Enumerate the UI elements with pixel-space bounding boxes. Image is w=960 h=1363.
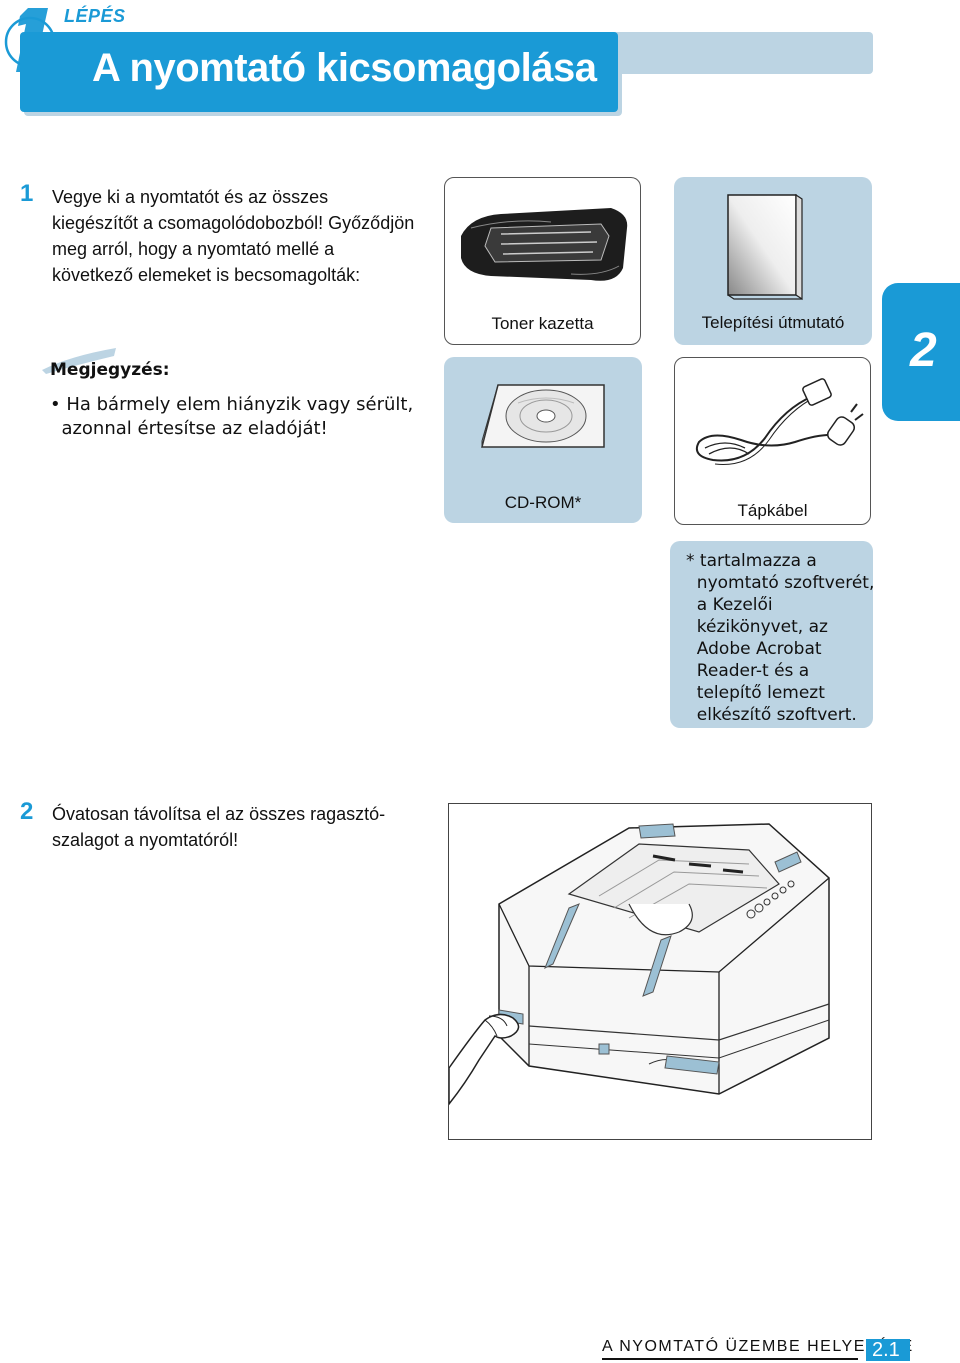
footnote-text: * tartalmazza a nyomtató szoftverét, a K…: [686, 550, 874, 726]
step-word: LÉPÉS: [64, 6, 126, 26]
note-line: azonnal értesítse az eladóját!: [50, 418, 328, 439]
step1-line: Vegye ki a nyomtatót és az összes: [52, 187, 329, 207]
footnote-line: elkészítő szoftvert.: [686, 705, 857, 725]
page-number: 2.1: [872, 1339, 900, 1361]
toner-cartridge-icon: [461, 208, 628, 281]
note-line: • Ha bármely elem hiányzik vagy sérült,: [50, 394, 414, 415]
cable-label: Tápkábel: [737, 501, 808, 520]
cdrom-label: CD-ROM*: [504, 493, 582, 512]
note-text: • Ha bármely elem hiányzik vagy sérült, …: [50, 393, 413, 441]
chapter-tab: 2: [882, 283, 960, 421]
toner-card: Toner kazetta: [444, 177, 641, 345]
page-title: A nyomtató kicsomagolása: [92, 46, 597, 90]
page-number-box: [866, 1339, 910, 1361]
footer-underline: [602, 1358, 858, 1360]
footnote-line: Reader-t és a: [686, 661, 810, 681]
chapter-number: 2: [910, 324, 937, 377]
toner-label: Toner kazetta: [491, 314, 594, 333]
guide-label: Telepítési útmutató: [701, 313, 845, 332]
printer-illustration-frame: [448, 803, 872, 1140]
step2-line: Óvatosan távolítsa el az összes ragasztó…: [52, 804, 386, 824]
footnote-line: * tartalmazza a: [686, 551, 817, 571]
cable-card: Tápkábel: [674, 357, 871, 525]
step2-text: Óvatosan távolítsa el az összes ragasztó…: [52, 801, 385, 853]
step1-line: kiegészítőt a csomagolódobozból! Győződj…: [52, 213, 415, 233]
note-title: Megjegyzés:: [50, 360, 170, 380]
printer-with-tape-icon: [448, 823, 830, 1107]
step1-line: következő elemeket is becsomagolták:: [52, 265, 361, 285]
guide-card: Telepítési útmutató: [674, 177, 872, 345]
step1-line: meg arról, hogy a nyomtató mellé a: [52, 239, 335, 259]
footnote-box: [670, 541, 873, 728]
footnote-line: telepítő lemezt: [686, 683, 825, 703]
step1-text: Vegye ki a nyomtatót és az összes kiegés…: [52, 184, 414, 288]
footnote-line: a Kezelői: [686, 595, 773, 615]
manual-book-icon: [727, 193, 803, 301]
cdrom-card: CD-ROM*: [444, 357, 642, 523]
power-cable-icon: [695, 378, 864, 465]
cd-disc-icon: [481, 384, 605, 448]
title-bar-shadow: [596, 32, 873, 74]
note-brush-icon: [42, 348, 116, 374]
footer-section-title: A NYOMTATÓ ÜZEMBE HELYEZÉSE: [602, 1338, 914, 1355]
footnote-line: Adobe Acrobat: [686, 639, 822, 659]
title-bar: [20, 32, 618, 112]
step2-line: szalagot a nyomtatóról!: [52, 830, 239, 850]
footnote-line: nyomtató szoftverét,: [686, 573, 875, 593]
step2-number: 2: [20, 798, 34, 825]
footnote-line: kézikönyvet, az: [686, 617, 828, 637]
step1-number: 1: [20, 180, 34, 207]
